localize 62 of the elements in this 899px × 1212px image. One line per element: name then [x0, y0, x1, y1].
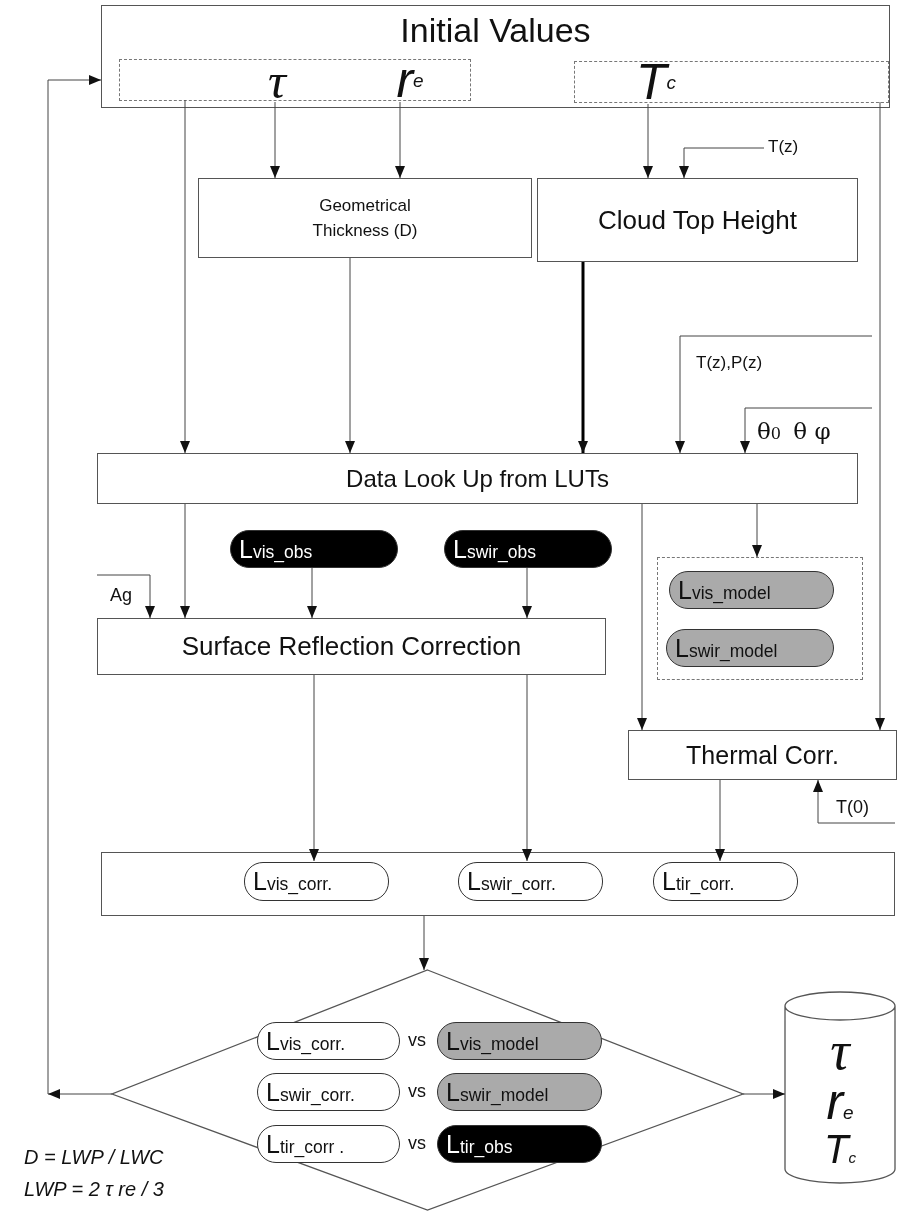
- process-box: [537, 178, 858, 262]
- arrow: [679, 147, 765, 179]
- data-pill: [257, 1125, 400, 1163]
- arrow: [740, 407, 873, 454]
- arrow: [675, 335, 873, 454]
- symbol-label: τ: [247, 58, 307, 104]
- formula-text: LWP = 2 τ re / 3: [24, 1178, 164, 1201]
- data-pill: [230, 530, 398, 568]
- arrow: [752, 503, 762, 558]
- arrow: [813, 779, 896, 824]
- arrow: [309, 674, 319, 862]
- arrow: [180, 99, 190, 454]
- node-label: Surface Reflection Correction: [181, 631, 522, 662]
- arrow: [742, 1089, 786, 1099]
- node-label: Thermal Corr.: [686, 740, 839, 770]
- arrow: [637, 503, 647, 731]
- arrow: [715, 779, 725, 862]
- node-label: Data Look Up from LUTs: [346, 464, 609, 493]
- process-box: [97, 453, 858, 504]
- process-box: [101, 5, 890, 108]
- node-label: Initial Values: [399, 12, 592, 50]
- process-box: [97, 618, 606, 675]
- arrow: [643, 103, 653, 179]
- data-pill: [244, 862, 389, 901]
- edge-label: T(z),P(z): [696, 353, 763, 373]
- node-label: Geometrical Thickness (D): [311, 194, 419, 242]
- arrow: [578, 262, 588, 453]
- comparison-label: vs: [408, 1133, 426, 1154]
- arrow: [96, 574, 155, 619]
- dashed-group-box: [119, 59, 471, 101]
- data-pill: [444, 530, 612, 568]
- symbol-label: τ: [830, 1026, 850, 1076]
- dashed-group-box: [574, 61, 889, 103]
- arrow: [419, 915, 429, 971]
- edge-label: T(z): [768, 137, 799, 157]
- process-box: [101, 852, 895, 916]
- process-box: [628, 730, 897, 780]
- data-pill: [437, 1073, 602, 1111]
- data-pill: [257, 1022, 400, 1060]
- process-box: [198, 178, 532, 258]
- data-pill: [666, 629, 834, 667]
- dashed-group-box: [657, 557, 863, 680]
- node-label: Cloud Top Height: [598, 204, 797, 236]
- data-pill: [437, 1125, 602, 1163]
- edge-label: T(0): [836, 797, 869, 818]
- arrow: [522, 567, 532, 619]
- data-pill: [437, 1022, 602, 1060]
- data-pill: [257, 1073, 400, 1111]
- arrow: [270, 101, 280, 179]
- arrow: [395, 101, 405, 179]
- edge-label: Ag: [110, 585, 133, 606]
- comparison-label: vs: [408, 1081, 426, 1102]
- data-pill: [458, 862, 603, 901]
- arrow: [522, 674, 532, 862]
- comparison-label: vs: [408, 1030, 426, 1051]
- formula-text: D = LWP / LWC: [24, 1146, 164, 1169]
- arrow: [180, 503, 190, 619]
- data-pill: [669, 571, 834, 609]
- arrow: [307, 567, 317, 619]
- data-pill: [653, 862, 798, 901]
- arrow: [345, 257, 355, 454]
- arrow: [875, 101, 885, 731]
